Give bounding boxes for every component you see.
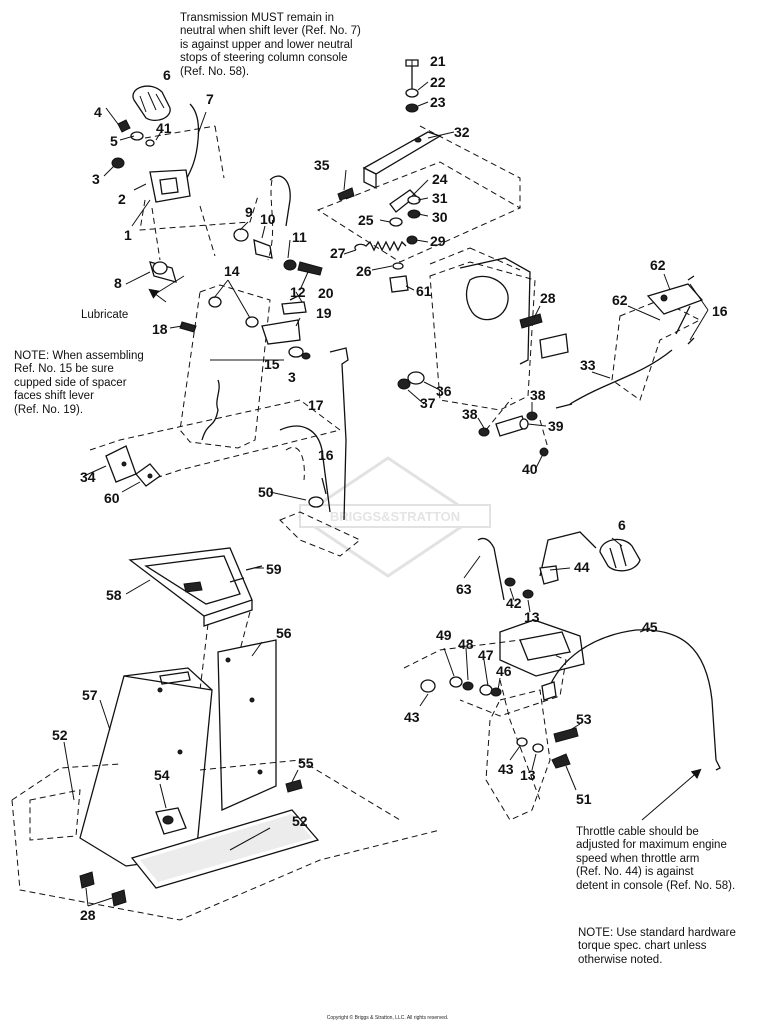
callout-43b: 43 (498, 761, 514, 777)
callout-45: 45 (642, 619, 658, 635)
callout-22: 22 (430, 74, 446, 90)
callout-11: 11 (292, 229, 307, 245)
callout-14: 14 (224, 263, 240, 279)
callout-10: 10 (260, 211, 276, 227)
callout-7: 7 (206, 91, 214, 107)
callout-43: 43 (404, 709, 420, 725)
console-assembly (11, 547, 441, 921)
callout-24: 24 (432, 171, 448, 187)
callout-52b: 52 (292, 813, 308, 829)
callout-57: 57 (82, 687, 98, 703)
hardware-torque-note: NOTE: Use standard hardware torque spec.… (578, 927, 736, 966)
copyright-footer: Copyright © Briggs & Stratton, LLC. All … (326, 1015, 449, 1021)
callout-9: 9 (245, 204, 253, 220)
callout-60: 60 (104, 490, 120, 506)
callout-33: 33 (580, 357, 596, 373)
callout-16b: 16 (712, 303, 728, 319)
callout-16: 16 (318, 447, 334, 463)
callout-41: 41 (156, 120, 172, 136)
callout-27: 27 (330, 245, 346, 261)
throttle-assembly (403, 531, 721, 821)
watermark-text: BRIGGS&STRATTON (330, 509, 460, 524)
callout-3b: 3 (288, 369, 296, 385)
callout-15: 15 (264, 356, 280, 372)
callout-28b: 28 (80, 907, 96, 923)
callout-12: 12 (290, 284, 306, 300)
callout-52: 52 (52, 727, 68, 743)
callout-13: 13 (524, 609, 540, 625)
callout-18: 18 (152, 321, 168, 337)
throttle-cable-note: Throttle cable should be adjusted for ma… (576, 826, 736, 892)
callout-26: 26 (356, 263, 372, 279)
callout-31: 31 (432, 190, 448, 206)
callout-28: 28 (540, 290, 556, 306)
callout-63: 63 (456, 581, 472, 597)
callout-36: 36 (436, 383, 452, 399)
callout-59: 59 (266, 561, 282, 577)
callout-42: 42 (506, 595, 522, 611)
callout-6: 6 (163, 67, 171, 83)
callout-50: 50 (258, 484, 274, 500)
callout-21: 21 (430, 53, 446, 69)
callout-3: 3 (92, 171, 100, 187)
callout-35: 35 (314, 157, 330, 173)
callout-2: 2 (118, 191, 126, 207)
callout-61: 61 (416, 283, 432, 299)
callout-25: 25 (358, 212, 374, 228)
callout-51: 51 (576, 791, 592, 807)
callout-55: 55 (298, 755, 314, 771)
callout-4: 4 (94, 104, 102, 120)
callout-30: 30 (432, 209, 448, 225)
callout-58: 58 (106, 587, 122, 603)
callout-49: 49 (436, 627, 452, 643)
leader-lines (63, 60, 709, 907)
callout-34: 34 (80, 469, 96, 485)
callout-38: 38 (530, 387, 546, 403)
callout-5: 5 (110, 133, 118, 149)
callout-62b: 62 (612, 292, 628, 308)
callout-53: 53 (576, 711, 592, 727)
lubricate-label: Lubricate (81, 309, 128, 321)
callout-13b: 13 (520, 767, 536, 783)
callout-47: 47 (478, 647, 494, 663)
callout-labels: 6 7 4 41 5 3 2 1 9 10 11 8 14 12 20 19 1… (52, 53, 728, 923)
lubricate-arrow (148, 288, 167, 303)
callout-8: 8 (114, 275, 122, 291)
brand-watermark: BRIGGS&STRATTON (297, 456, 491, 578)
callout-54: 54 (154, 767, 170, 783)
callout-62: 62 (650, 257, 666, 273)
callout-32: 32 (454, 124, 470, 140)
callout-20: 20 (318, 285, 334, 301)
callout-29: 29 (430, 233, 446, 249)
callout-46: 46 (496, 663, 512, 679)
callout-19: 19 (316, 305, 332, 321)
spacer-assembly-note: NOTE: When assembling Ref. No. 15 be sur… (14, 350, 144, 416)
transmission-note: Transmission MUST remain in neutral when… (180, 12, 361, 78)
linkage-assembly (316, 59, 704, 457)
callout-39: 39 (548, 418, 564, 434)
callout-40: 40 (522, 461, 538, 477)
callout-37: 37 (420, 395, 436, 411)
callout-38b: 38 (462, 406, 478, 422)
callout-48: 48 (458, 636, 474, 652)
callout-23: 23 (430, 94, 446, 110)
callout-17: 17 (308, 397, 324, 413)
shift-lever-assembly (89, 85, 361, 557)
callout-44: 44 (574, 559, 590, 575)
callout-56: 56 (276, 625, 292, 641)
callout-6b: 6 (618, 517, 626, 533)
callout-1: 1 (124, 227, 132, 243)
